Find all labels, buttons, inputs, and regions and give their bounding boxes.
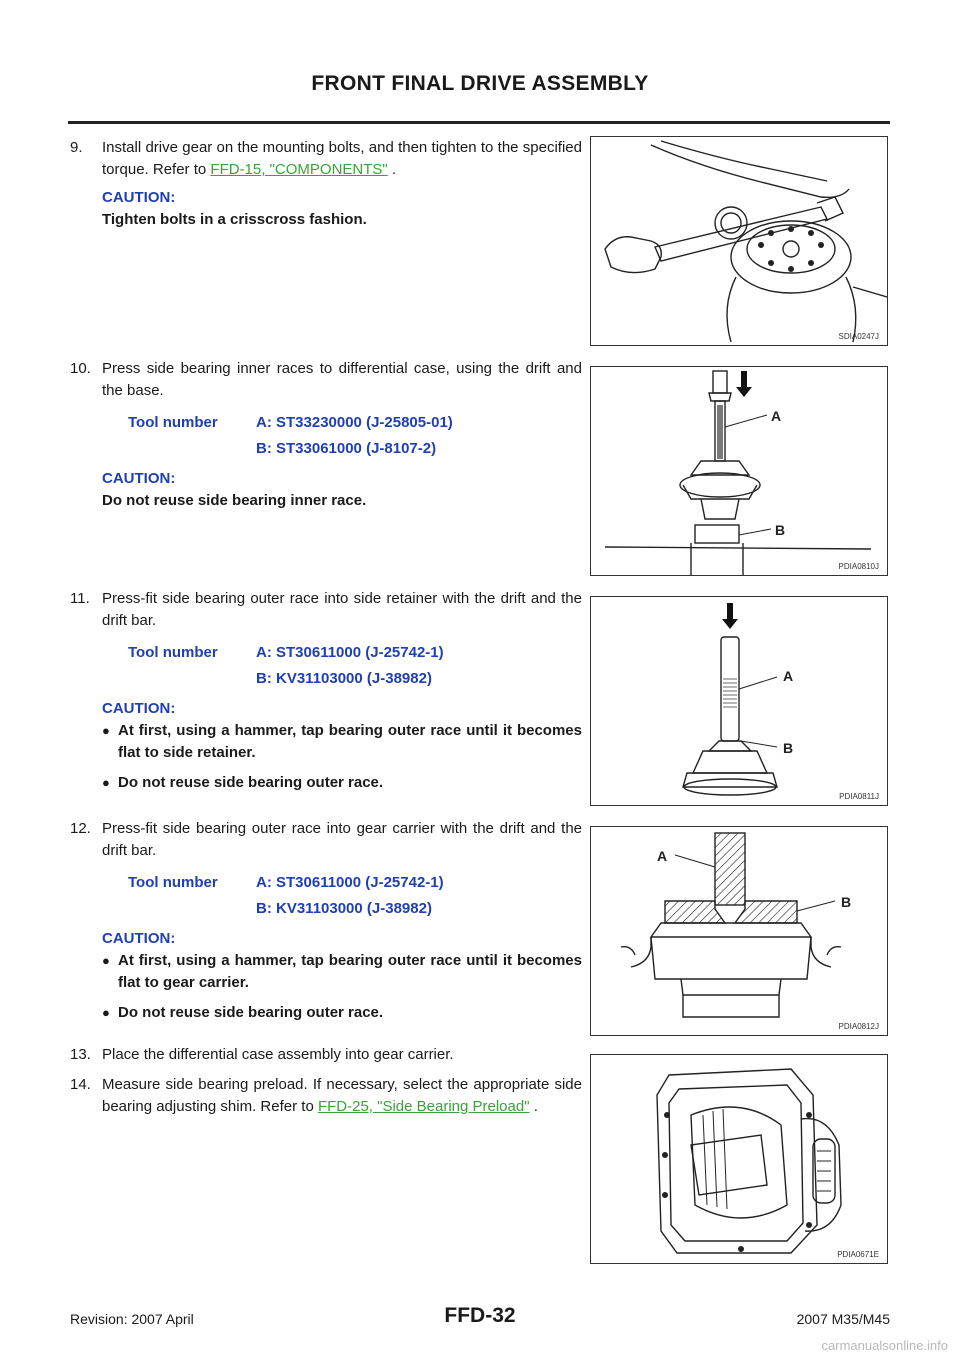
step-number: 12. bbox=[70, 820, 91, 837]
step-body: Press-fit side bearing outer race into g… bbox=[102, 820, 582, 859]
figure-inner-race-press: A B PDIA0810J bbox=[590, 366, 888, 576]
tool-row: B: ST33061000 (J-8107-2) bbox=[128, 436, 582, 462]
step-number: 10. bbox=[70, 360, 91, 377]
arrow-down-icon bbox=[736, 371, 752, 397]
step-12-text: 12. Press-fit side bearing outer race in… bbox=[70, 818, 582, 862]
tool-b: B: ST33061000 (J-8107-2) bbox=[256, 440, 437, 457]
torque-wrench-illustration bbox=[604, 140, 887, 343]
caution-bullet: ● Do not reuse side bearing outer race. bbox=[70, 1002, 582, 1024]
bullet-icon: ● bbox=[102, 953, 110, 968]
step-body: Press side bearing inner races to differ… bbox=[102, 360, 582, 399]
tool-table: Tool number A: ST33230000 (J-25805-01) B… bbox=[70, 410, 582, 462]
figure-torque-wrench: SDIA0247J bbox=[590, 136, 888, 346]
tool-b: B: KV31103000 (J-38982) bbox=[256, 670, 432, 687]
figure-code: PDIA0811J bbox=[839, 792, 879, 801]
link-ffd-25-side-bearing-preload[interactable]: FFD-25, "Side Bearing Preload" bbox=[317, 1098, 530, 1115]
tool-label: Tool number bbox=[128, 414, 218, 431]
differential-in-carrier-illustration bbox=[656, 1068, 842, 1254]
caution-title: CAUTION: bbox=[102, 470, 176, 487]
step-body: Install drive gear on the mounting bolts… bbox=[102, 139, 582, 178]
inner-race-press-illustration: A B bbox=[604, 370, 872, 575]
header-rule bbox=[68, 121, 890, 124]
gear-carrier-press-illustration: A B bbox=[620, 832, 851, 1018]
tool-label: Tool number bbox=[128, 874, 218, 891]
arrow-down-icon bbox=[722, 603, 738, 629]
caution-bullet: ● At first, using a hammer, tap bearing … bbox=[70, 950, 582, 994]
tool-label: Tool number bbox=[128, 644, 218, 661]
callout-b: B bbox=[775, 522, 785, 538]
figure-code: PDIA0812J bbox=[838, 1022, 879, 1031]
step-11: 11. Press-fit side bearing outer race in… bbox=[70, 588, 582, 802]
step-14: 14. Measure side bearing preload. If nec… bbox=[70, 1074, 582, 1118]
bullet-icon: ● bbox=[102, 1005, 110, 1020]
callout-a: A bbox=[771, 408, 781, 424]
model-label: 2007 M35/M45 bbox=[796, 1311, 890, 1327]
callout-a: A bbox=[783, 668, 793, 684]
bullet-icon: ● bbox=[102, 775, 110, 790]
step-number: 13. bbox=[70, 1046, 91, 1063]
step-9: 9. Install drive gear on the mounting bo… bbox=[70, 137, 582, 231]
tool-b: B: KV31103000 (J-38982) bbox=[256, 900, 432, 917]
step-12: 12. Press-fit side bearing outer race in… bbox=[70, 818, 582, 1032]
tool-table: Tool number A: ST30611000 (J-25742-1) B:… bbox=[70, 640, 582, 692]
tool-row: Tool number A: ST30611000 (J-25742-1) bbox=[128, 640, 582, 666]
step-14-text: 14. Measure side bearing preload. If nec… bbox=[70, 1074, 582, 1118]
bullet-icon: ● bbox=[102, 723, 110, 738]
revision-label: Revision: 2007 April bbox=[70, 1311, 194, 1327]
step-10: 10. Press side bearing inner races to di… bbox=[70, 358, 582, 512]
bullet-text: At first, using a hammer, tap bearing ou… bbox=[118, 722, 582, 761]
caution-text: Do not reuse side bearing inner race. bbox=[102, 492, 367, 509]
step-body: Place the differential case assembly int… bbox=[102, 1046, 454, 1063]
bullet-text: At first, using a hammer, tap bearing ou… bbox=[118, 952, 582, 991]
callout-b: B bbox=[841, 894, 851, 910]
step-body: Measure side bearing preload. If necessa… bbox=[102, 1076, 582, 1115]
step-9-text: 9. Install drive gear on the mounting bo… bbox=[70, 137, 582, 181]
caution-bullet: ● Do not reuse side bearing outer race. bbox=[70, 772, 582, 794]
tool-row: Tool number A: ST30611000 (J-25742-1) bbox=[128, 870, 582, 896]
step-number: 9. bbox=[70, 139, 83, 156]
bullet-text: Do not reuse side bearing outer race. bbox=[118, 774, 384, 791]
step-body: Press-fit side bearing outer race into s… bbox=[102, 590, 582, 629]
caution-title: CAUTION: bbox=[102, 930, 176, 947]
tool-row: Tool number A: ST33230000 (J-25805-01) bbox=[128, 410, 582, 436]
link-ffd-15-components[interactable]: FFD-15, "COMPONENTS" bbox=[210, 161, 388, 178]
tool-a: A: ST30611000 (J-25742-1) bbox=[256, 644, 444, 661]
figure-code: PDIA0671E bbox=[837, 1250, 879, 1259]
step-10-text: 10. Press side bearing inner races to di… bbox=[70, 358, 582, 402]
callout-b: B bbox=[783, 740, 793, 756]
figure-differential-in-carrier: PDIA0671E bbox=[590, 1054, 888, 1264]
step-13-text: 13. Place the differential case assembly… bbox=[70, 1044, 582, 1066]
tool-row: B: KV31103000 (J-38982) bbox=[128, 896, 582, 922]
step-number: 14. bbox=[70, 1076, 91, 1093]
page-title: FRONT FINAL DRIVE ASSEMBLY bbox=[311, 72, 649, 95]
caution-title: CAUTION: bbox=[102, 700, 176, 717]
step-number: 11. bbox=[70, 590, 90, 607]
figure-code: PDIA0810J bbox=[838, 562, 879, 571]
figure-gear-carrier-press: A B PDIA0812J bbox=[590, 826, 888, 1036]
caution-text: Tighten bolts in a crisscross fashion. bbox=[102, 211, 367, 228]
tool-table: Tool number A: ST30611000 (J-25742-1) B:… bbox=[70, 870, 582, 922]
tool-a: A: ST30611000 (J-25742-1) bbox=[256, 874, 444, 891]
callout-a: A bbox=[657, 848, 667, 864]
step-13: 13. Place the differential case assembly… bbox=[70, 1044, 582, 1066]
watermark: carmanualsonline.info bbox=[821, 1338, 948, 1353]
bullet-text: Do not reuse side bearing outer race. bbox=[118, 1004, 384, 1021]
figure-code: SDIA0247J bbox=[838, 332, 879, 341]
caution-bullet: ● At first, using a hammer, tap bearing … bbox=[70, 720, 582, 764]
step-body-end: . bbox=[529, 1098, 538, 1115]
figure-side-retainer-press: A B PDIA0811J bbox=[590, 596, 888, 806]
step-body-end: . bbox=[387, 161, 397, 178]
tool-a: A: ST33230000 (J-25805-01) bbox=[256, 414, 453, 431]
step-11-text: 11. Press-fit side bearing outer race in… bbox=[70, 588, 582, 632]
side-retainer-press-illustration: A B bbox=[682, 603, 793, 796]
tool-row: B: KV31103000 (J-38982) bbox=[128, 666, 582, 692]
page-number: FFD-32 bbox=[444, 1304, 516, 1327]
caution-title: CAUTION: bbox=[102, 189, 176, 206]
